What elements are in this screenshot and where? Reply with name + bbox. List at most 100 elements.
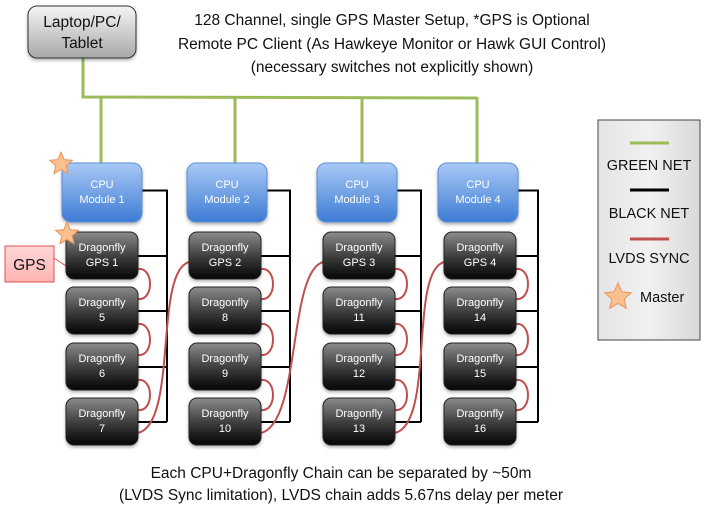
lvds-sync-loop xyxy=(515,323,529,356)
laptop-pc-tablet-node: Laptop/PC/ Tablet xyxy=(27,5,137,59)
lvds-sync-loop xyxy=(137,268,151,300)
lvds-sync-loop xyxy=(260,323,274,356)
legend-label: GREEN NET xyxy=(607,158,692,174)
dragonfly-node: Dragonfly 6 xyxy=(65,342,139,391)
dragonfly-box xyxy=(443,342,517,391)
dragonfly-label: 7 xyxy=(99,423,105,435)
master-star-icon xyxy=(54,220,80,245)
dragonfly-label: Dragonfly xyxy=(456,242,504,254)
lvds-sync-loop xyxy=(137,323,151,356)
lvds-sync-loop xyxy=(515,268,529,300)
dragonfly-box xyxy=(188,342,262,391)
legend-box xyxy=(597,119,701,341)
title-line: 128 Channel, single GPS Master Setup, *G… xyxy=(194,12,589,29)
cpu-box xyxy=(316,162,398,223)
dragonfly-label: Dragonfly xyxy=(78,408,126,420)
dragonfly-label: Dragonfly xyxy=(78,297,126,309)
dragonfly-box xyxy=(443,397,517,446)
dragonfly-box xyxy=(65,397,139,446)
dragonfly-label: 15 xyxy=(474,368,486,380)
lvds-sync-chain xyxy=(137,261,190,434)
dragonfly-node: Dragonfly 15 xyxy=(443,342,517,391)
legend-label: BLACK NET xyxy=(609,206,690,222)
cpu-box xyxy=(186,162,268,223)
title-line: Remote PC Client (As Hawkeye Monitor or … xyxy=(178,36,606,53)
lvds-sync xyxy=(53,257,529,434)
lvds-sync-loop xyxy=(137,379,151,411)
dragonfly-box xyxy=(188,231,262,280)
dragonfly-box xyxy=(322,342,396,391)
cpu-label: Module 4 xyxy=(455,194,500,206)
dragonfly-label: Dragonfly xyxy=(201,242,249,254)
green-net-trunk xyxy=(81,58,478,100)
laptop-box xyxy=(27,5,137,59)
dragonfly-label: 6 xyxy=(99,368,105,380)
dragonfly-label: Dragonfly xyxy=(456,297,504,309)
dragonfly-label: 14 xyxy=(474,312,486,324)
lvds-sync-chain xyxy=(260,261,324,434)
dragonfly-box xyxy=(65,342,139,391)
dragonfly-box xyxy=(443,231,517,280)
cpu-label: Module 2 xyxy=(204,194,249,206)
dragonfly-label: 12 xyxy=(353,368,365,380)
dragonfly-box xyxy=(322,286,396,335)
footer-line: (LVDS Sync limitation), LVDS chain adds … xyxy=(119,487,563,504)
dragonfly-label: GPS 3 xyxy=(343,257,375,269)
cpu-label: Module 3 xyxy=(334,194,379,206)
master-star-icon xyxy=(48,150,74,175)
star-icon xyxy=(603,281,633,310)
dragonfly-label: 5 xyxy=(99,312,105,324)
dragonfly-label: Dragonfly xyxy=(335,242,383,254)
dragonfly-node: Dragonfly 12 xyxy=(322,342,396,391)
dragonfly-label: Dragonfly xyxy=(78,353,126,365)
gps-box xyxy=(4,245,55,283)
lvds-sync-loop xyxy=(515,379,529,411)
gps-label: GPS xyxy=(13,257,46,274)
dragonfly-label: Dragonfly xyxy=(335,408,383,420)
cpu-label: Module 1 xyxy=(79,194,124,206)
dragonfly-node: Dragonfly 11 xyxy=(322,286,396,335)
dragonfly-label: Dragonfly xyxy=(456,353,504,365)
dragonfly-label: Dragonfly xyxy=(456,408,504,420)
lvds-sync-loop xyxy=(394,323,408,356)
dragonfly-label: Dragonfly xyxy=(335,297,383,309)
dragonfly-node: Dragonfly 16 xyxy=(443,397,517,446)
green-net xyxy=(81,58,479,163)
dragonfly-label: GPS 2 xyxy=(209,257,241,269)
dragonfly-label: 11 xyxy=(353,312,364,324)
dragonfly-label: Dragonfly xyxy=(78,242,126,254)
star-icon xyxy=(603,281,633,310)
title-line: (necessary switches not explicitly shown… xyxy=(251,59,534,76)
dragonfly-node: Dragonfly 7 xyxy=(65,397,139,446)
cpu-label: CPU xyxy=(215,179,238,191)
dragonfly-box xyxy=(443,286,517,335)
dragonfly-node: Dragonfly 5 xyxy=(65,286,139,335)
black-net-bus xyxy=(142,189,168,422)
dragonfly-label: Dragonfly xyxy=(335,353,383,365)
dragonfly-label: 9 xyxy=(222,368,228,380)
legend-label: LVDS SYNC xyxy=(608,251,689,267)
lvds-sync-loop xyxy=(394,379,408,411)
black-net xyxy=(138,189,539,423)
cpu-box xyxy=(437,162,519,223)
dragonfly-label: 16 xyxy=(474,423,486,435)
cpu-box xyxy=(61,162,143,223)
black-net-bus xyxy=(518,189,539,422)
dragonfly-box xyxy=(322,231,396,280)
diagram-title: 128 Channel, single GPS Master Setup, *G… xyxy=(178,12,606,76)
dragonfly-label: Dragonfly xyxy=(201,297,249,309)
